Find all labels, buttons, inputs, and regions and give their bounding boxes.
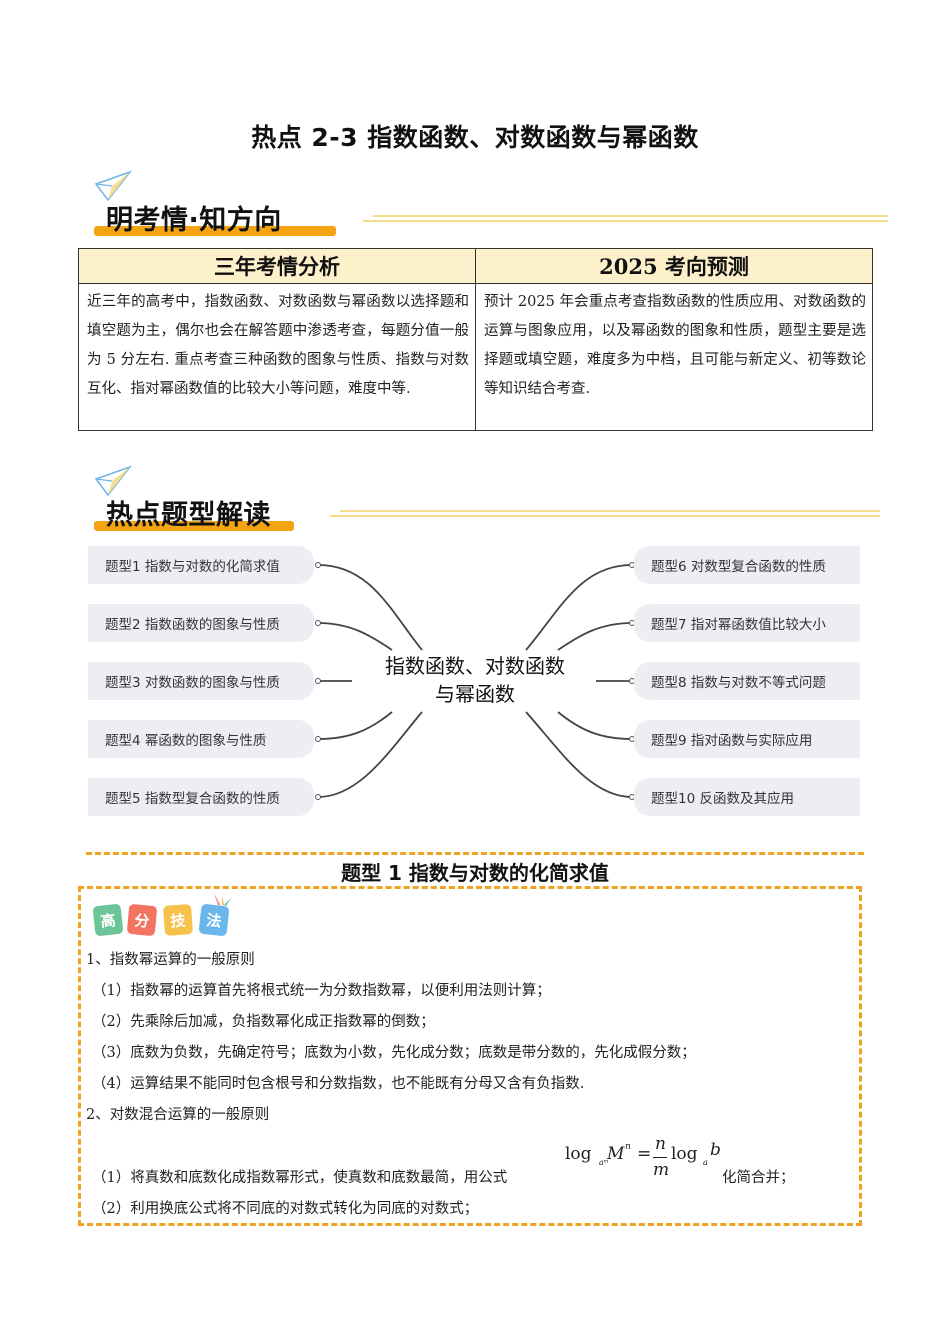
- exam-analysis-table: 三年考情分析 2025 考向预测 近三年的高考中，指数函数、对数函数与幂函数以选…: [78, 248, 873, 431]
- section-banner-exam-analysis: 明考情·知方向: [88, 170, 888, 240]
- mindmap-node-topic-6: 题型6 对数型复合函数的性质: [634, 546, 860, 584]
- mindmap-node-topic-10: 题型10 反函数及其应用: [634, 778, 860, 816]
- formula-part: n: [625, 1142, 631, 1152]
- tips-heading-1: 1、指数幂运算的一般原则: [86, 952, 255, 968]
- sparkle-icon: [214, 893, 232, 906]
- topic-divider: [86, 852, 864, 855]
- document-title: 热点 2-3 指数函数、对数函数与幂函数: [251, 123, 699, 152]
- formula-part: =: [637, 1144, 652, 1164]
- divider: [373, 215, 888, 217]
- tips-heading-2: 2、对数混合运算的一般原则: [86, 1107, 270, 1123]
- banner-underlay: [94, 521, 294, 531]
- topic-title: 题型 1 指数与对数的化简求值: [341, 861, 609, 885]
- tips-item: （3）底数为负数，先确定符号；底数为小数，先化成分数；底数是带分数的，先化成假分…: [92, 1045, 696, 1061]
- table-header-analysis: 三年考情分析: [78, 248, 476, 284]
- formula-tail-text: 化简合并；: [722, 1170, 795, 1186]
- log-formula: log aᵐ M n = n m log a b: [565, 1134, 725, 1186]
- divider: [363, 220, 888, 222]
- formula-part: n: [655, 1134, 666, 1154]
- mindmap-center: 指数函数、对数函数 与幂函数: [360, 652, 590, 708]
- mindmap-center-line-2: 与幂函数: [435, 682, 515, 706]
- tips-item: （2）先乘除后加减，负指数幂化成正指数幂的倒数；: [92, 1014, 435, 1030]
- mindmap-node-topic-5: 题型5 指数型复合函数的性质: [88, 778, 314, 816]
- table-header-forecast: 2025 考向预测: [475, 248, 873, 284]
- badge-tile: 技: [162, 904, 194, 936]
- badge-tile: 分: [126, 903, 158, 937]
- tips-item: （2）利用换底公式将不同底的对数式转化为同底的对数式；: [92, 1201, 479, 1217]
- section-banner-hot-topics: 热点题型解读: [88, 465, 888, 535]
- fraction-bar: [653, 1157, 667, 1158]
- section-title: 明考情·知方向: [106, 205, 282, 236]
- divider: [330, 515, 880, 517]
- topic-tips-box: [78, 886, 862, 1226]
- mindmap-node-topic-9: 题型9 指对函数与实际应用: [634, 720, 860, 758]
- mindmap-node-topic-1: 题型1 指数与对数的化简求值: [88, 546, 314, 584]
- mindmap-node-topic-2: 题型2 指数函数的图象与性质: [88, 604, 314, 642]
- formula-part: a: [703, 1158, 708, 1167]
- mindmap-node-topic-3: 题型3 对数函数的图象与性质: [88, 662, 314, 700]
- badge-tile: 高: [92, 903, 124, 937]
- high-score-tips-badge: 高 分 技 法: [92, 893, 237, 943]
- mindmap-node-topic-8: 题型8 指数与对数不等式问题: [634, 662, 860, 700]
- divider: [340, 510, 880, 512]
- table-cell-analysis: 近三年的高考中，指数函数、对数函数与幂函数以选择题和填空题为主，偶尔也会在解答题…: [78, 283, 476, 431]
- section-title: 热点题型解读: [106, 500, 271, 531]
- mindmap-connectors: [315, 562, 635, 800]
- table-cell-forecast: 预计 2025 年会重点考查指数函数的性质应用、对数函数的运算与图象应用，以及幂…: [475, 283, 873, 431]
- tips-item: （1）指数幂的运算首先将根式统一为分数指数幂，以便利用法则计算；: [92, 983, 551, 999]
- formula-part: log: [565, 1144, 592, 1164]
- mindmap-node-topic-4: 题型4 幂函数的图象与性质: [88, 720, 314, 758]
- formula-part: m: [653, 1160, 670, 1180]
- badge-tile: 法: [198, 903, 230, 937]
- mindmap-center-line-1: 指数函数、对数函数: [385, 654, 565, 678]
- banner-underlay: [94, 226, 336, 236]
- mindmap-node-topic-7: 题型7 指对幂函数值比较大小: [634, 604, 860, 642]
- tips-item: （1）将真数和底数化成指数幂形式，使真数和底数最简，用公式: [92, 1170, 508, 1186]
- topic-mindmap: 题型1 指数与对数的化简求值 题型2 指数函数的图象与性质 题型3 对数函数的图…: [0, 540, 950, 830]
- tips-item: （4）运算结果不能同时包含根号和分数指数，也不能既有分母又含有负指数.: [92, 1076, 585, 1092]
- formula-part: log: [671, 1144, 698, 1164]
- formula-part: M: [607, 1144, 625, 1164]
- paper-plane-icon: [94, 465, 132, 497]
- paper-plane-icon: [94, 170, 132, 202]
- formula-part: aᵐ: [599, 1158, 609, 1167]
- formula-part: b: [710, 1140, 721, 1160]
